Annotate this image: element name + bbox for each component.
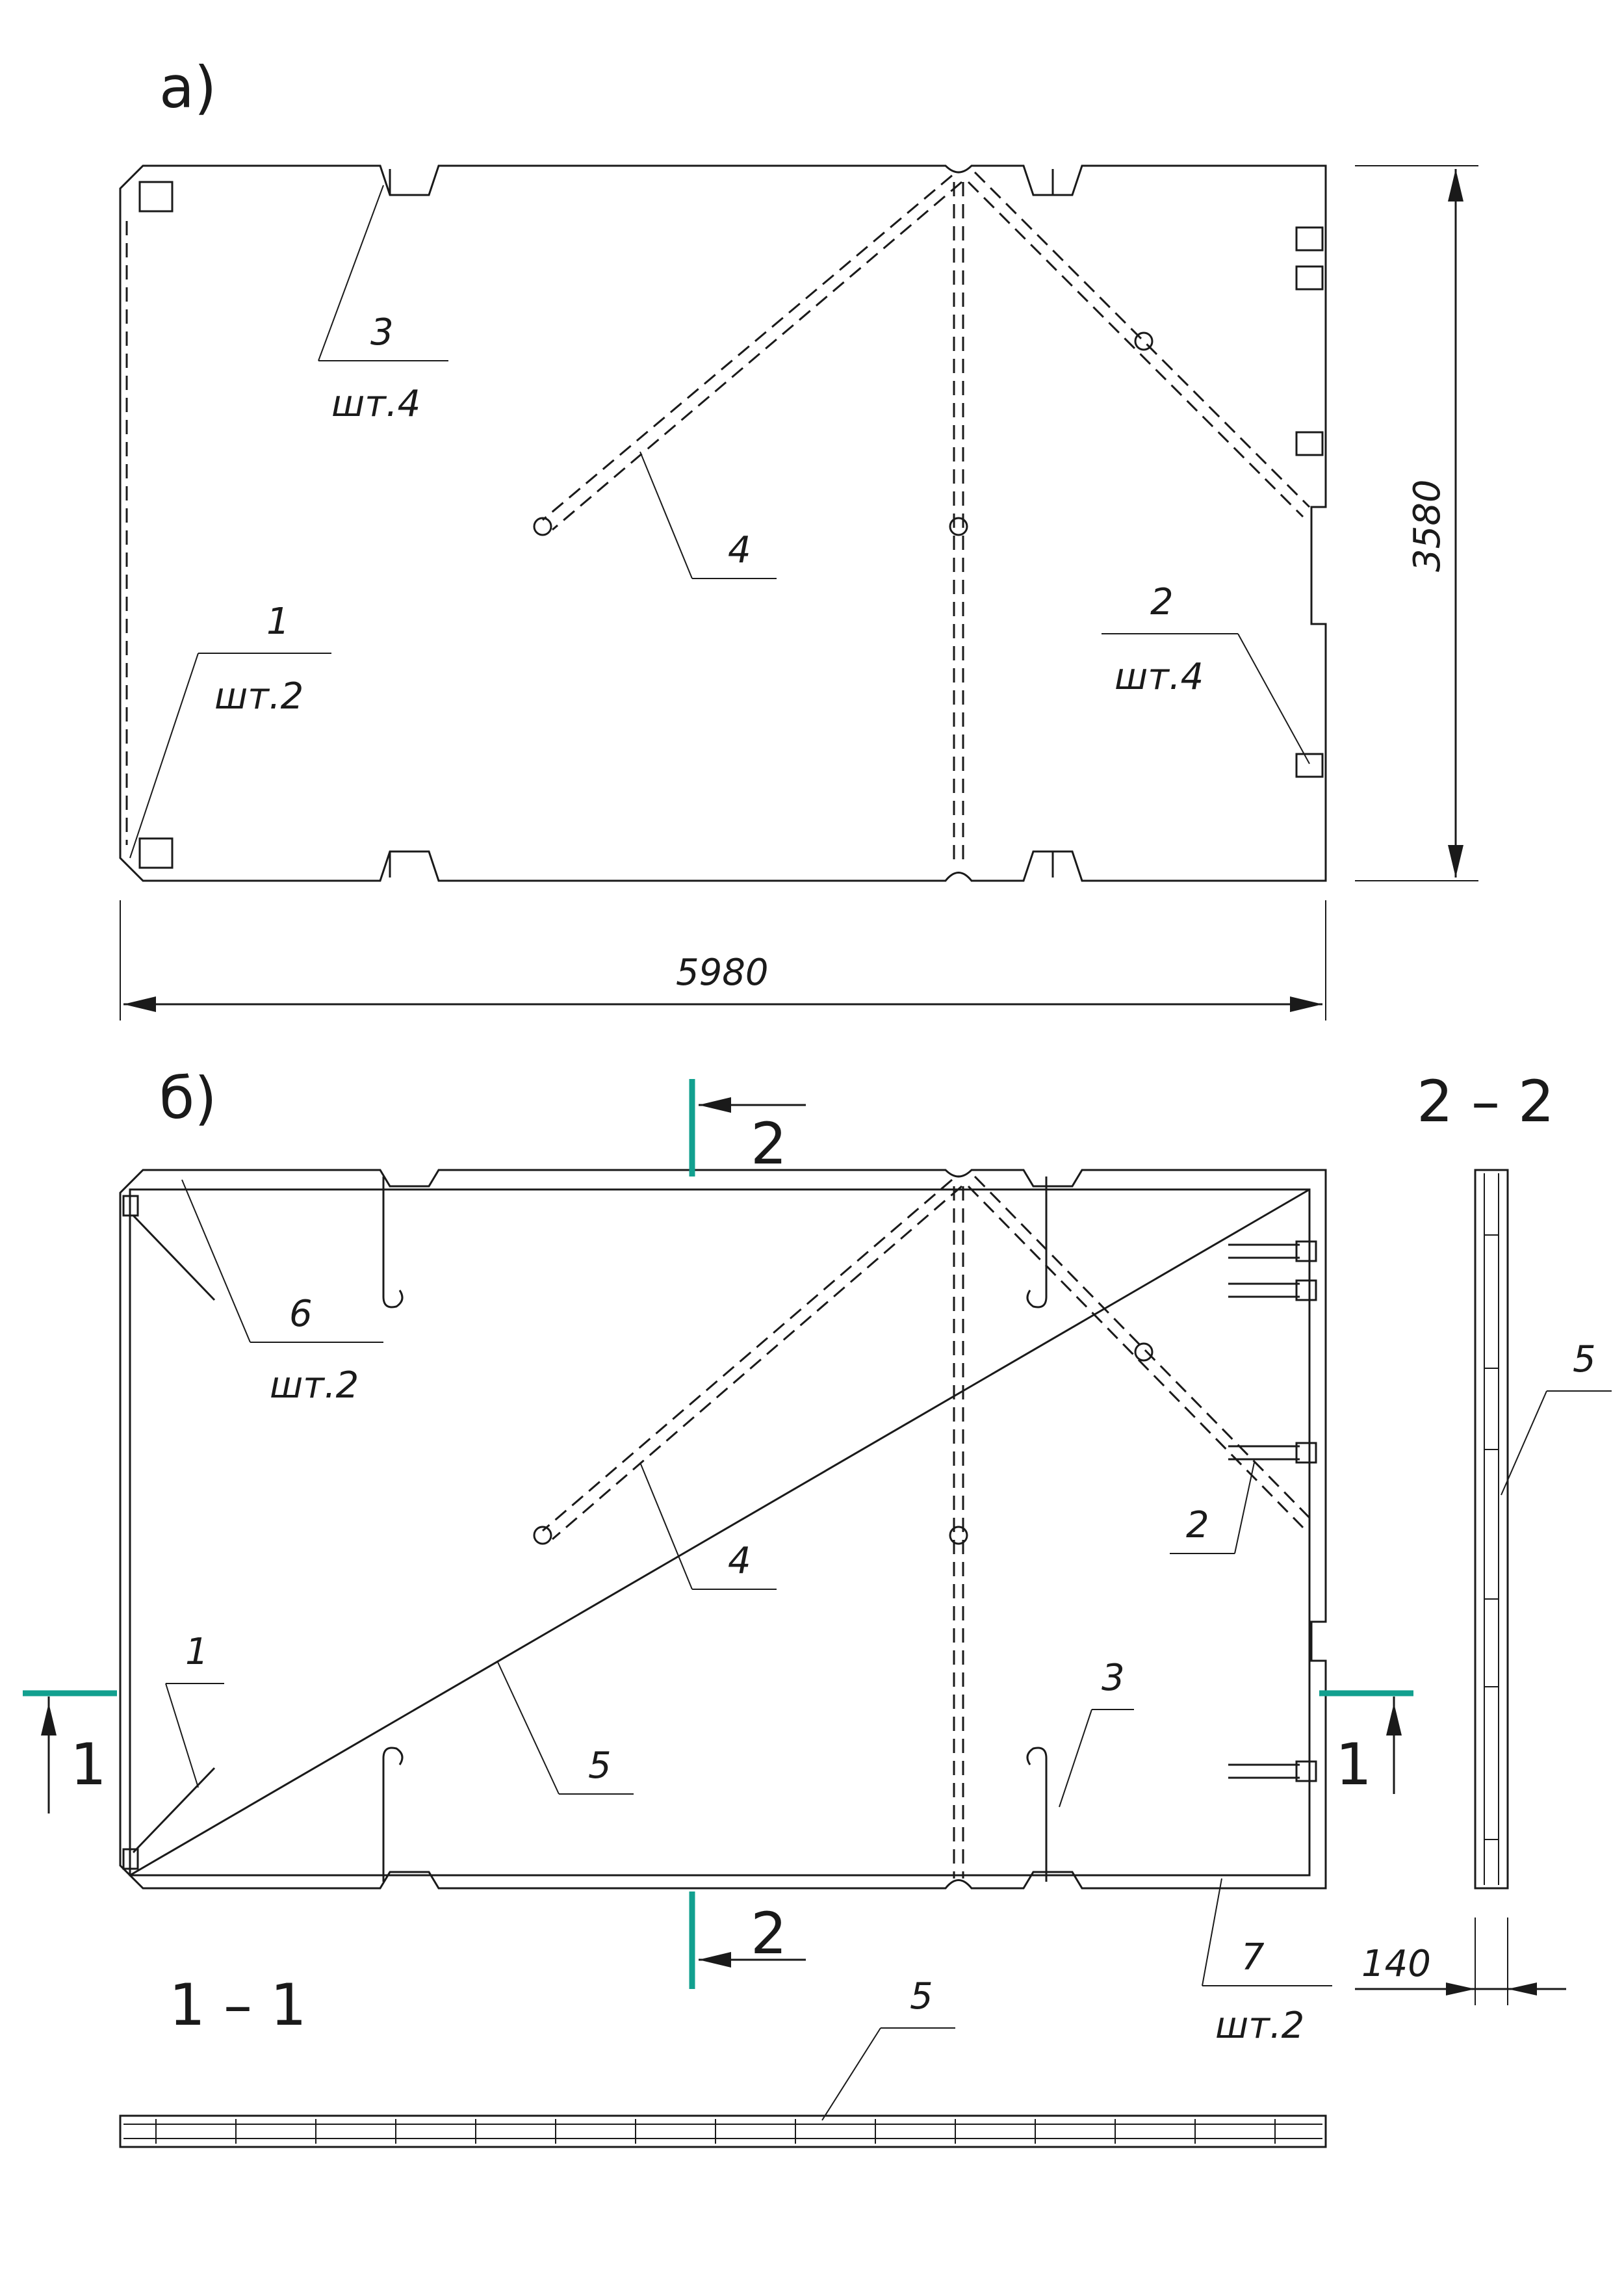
plate-2-a — [1295, 265, 1324, 291]
dim-length-text: 5980 — [676, 952, 769, 994]
callout-1-qty-a: шт.2 — [214, 675, 303, 718]
section-1-1-body — [119, 2114, 1327, 2148]
dim-arrow-up — [1448, 169, 1463, 202]
section-2-2-title: 2 – 2 — [1417, 1068, 1554, 1135]
callout-7-qty-b: шт.2 — [1215, 2005, 1304, 2047]
pipe-diag-right-b-1 — [973, 1175, 1311, 1519]
pipe-diag-left-b-2 — [552, 1185, 962, 1540]
hook-bottom-right-b — [1026, 1747, 1048, 1882]
plate-1-a — [1295, 226, 1324, 252]
pipe-diag-right-a-2 — [967, 181, 1304, 518]
rebar-cage-b — [129, 1188, 1311, 1877]
pipe-end-left-a — [533, 517, 552, 536]
cut-arrow-left — [41, 1703, 57, 1736]
dim-thickness-text: 140 — [1361, 1943, 1431, 1985]
anchor-top-b — [122, 1195, 139, 1217]
callout-4-num-a: 4 — [728, 529, 751, 571]
cut-mark-top: 2 — [751, 1110, 787, 1177]
dim-arrow-down — [1448, 845, 1463, 878]
leader-6-b — [181, 1179, 251, 1343]
pipe-node-mid-a — [949, 517, 968, 536]
view-a-label: а) — [159, 54, 216, 121]
leader-5-s11 — [821, 2027, 881, 2121]
callout-6-num-b: 6 — [289, 1293, 313, 1335]
dim-arrow-right — [1290, 996, 1322, 1012]
cut-mark-left: 1 — [70, 1731, 107, 1798]
anchor-bottom-b — [122, 1848, 139, 1870]
leader-4-b — [639, 1462, 693, 1590]
pipe-diag-left-a-2 — [552, 181, 962, 531]
pipe-diag-left-b-1 — [542, 1178, 953, 1532]
callout-5-num-b: 5 — [588, 1745, 612, 1787]
pipe-diag-left-a-1 — [542, 174, 953, 521]
callout-1-num-a: 1 — [266, 601, 290, 643]
view-b-label: б) — [159, 1065, 217, 1132]
callout-7-num-b: 7 — [1241, 1936, 1265, 1979]
callout-6-qty-b: шт.2 — [270, 1364, 359, 1407]
pipe-node-right-a — [1134, 332, 1154, 351]
dim-height-text: 3580 — [1406, 479, 1449, 572]
diagonal-bar-5 — [129, 1188, 1310, 1877]
section-2-2-ticks — [1484, 1234, 1499, 1840]
pipe-diag-right-b-2 — [967, 1185, 1304, 1529]
hook-bottom-left-b — [382, 1747, 404, 1882]
corner-anchor-bottom-a — [138, 837, 174, 869]
cut-mark-bottom: 2 — [751, 1900, 787, 1967]
dim-arrow-left — [123, 996, 156, 1012]
leader-3-a — [318, 185, 384, 361]
anchor-bar-bottom-b — [132, 1767, 216, 1854]
callout-5-s22: 5 — [1573, 1338, 1596, 1381]
leader-7-b — [1202, 1878, 1222, 1986]
leader-2-b — [1234, 1462, 1255, 1554]
cut-arrow-bottom — [699, 1952, 731, 1968]
callout-5-s11: 5 — [910, 1975, 933, 2018]
callout-3-num-a: 3 — [370, 311, 394, 354]
slab-outline-b — [119, 1169, 1327, 1890]
pipe-node-mid-b — [949, 1526, 968, 1545]
leader-5-b — [496, 1660, 560, 1795]
section-1-1-title: 1 – 1 — [169, 1971, 307, 2038]
callout-1-num-b: 1 — [185, 1631, 209, 1673]
section-1-1-ticks — [155, 2119, 1276, 2144]
cut-arrow-top — [699, 1097, 731, 1113]
leader-1-a — [129, 653, 199, 859]
callout-2-num-b: 2 — [1186, 1504, 1209, 1546]
leader-3-b — [1059, 1709, 1092, 1808]
hook-top-left-b — [382, 1176, 404, 1308]
leader-1-b — [165, 1683, 199, 1788]
anchor-bar-top-b — [132, 1214, 216, 1301]
leader-2-a — [1237, 633, 1310, 764]
cut-arrow-right — [1386, 1703, 1402, 1736]
callout-2-qty-a: шт.4 — [1115, 656, 1204, 698]
callout-4-num-b: 4 — [728, 1540, 751, 1582]
section-2-2-body — [1474, 1169, 1509, 1890]
pipe-end-left-b — [533, 1526, 552, 1545]
callout-3-qty-a: шт.4 — [331, 383, 420, 425]
plate-3-a — [1295, 431, 1324, 456]
hook-top-right-b — [1026, 1176, 1048, 1308]
callout-2-num-a: 2 — [1150, 581, 1174, 623]
cut-mark-right: 1 — [1335, 1731, 1372, 1798]
leader-5-s22 — [1501, 1390, 1547, 1496]
leader-4-a — [639, 451, 693, 579]
callout-3-num-b: 3 — [1102, 1657, 1125, 1699]
dim-arrow-thick-left — [1446, 1982, 1475, 1996]
pipe-diag-right-a-1 — [973, 171, 1311, 508]
dim-arrow-thick-right — [1508, 1982, 1537, 1996]
plate-4-a — [1295, 753, 1324, 778]
pipe-node-right-b — [1134, 1342, 1154, 1362]
corner-anchor-top-a — [138, 181, 174, 213]
slab-outline-a — [119, 164, 1327, 882]
